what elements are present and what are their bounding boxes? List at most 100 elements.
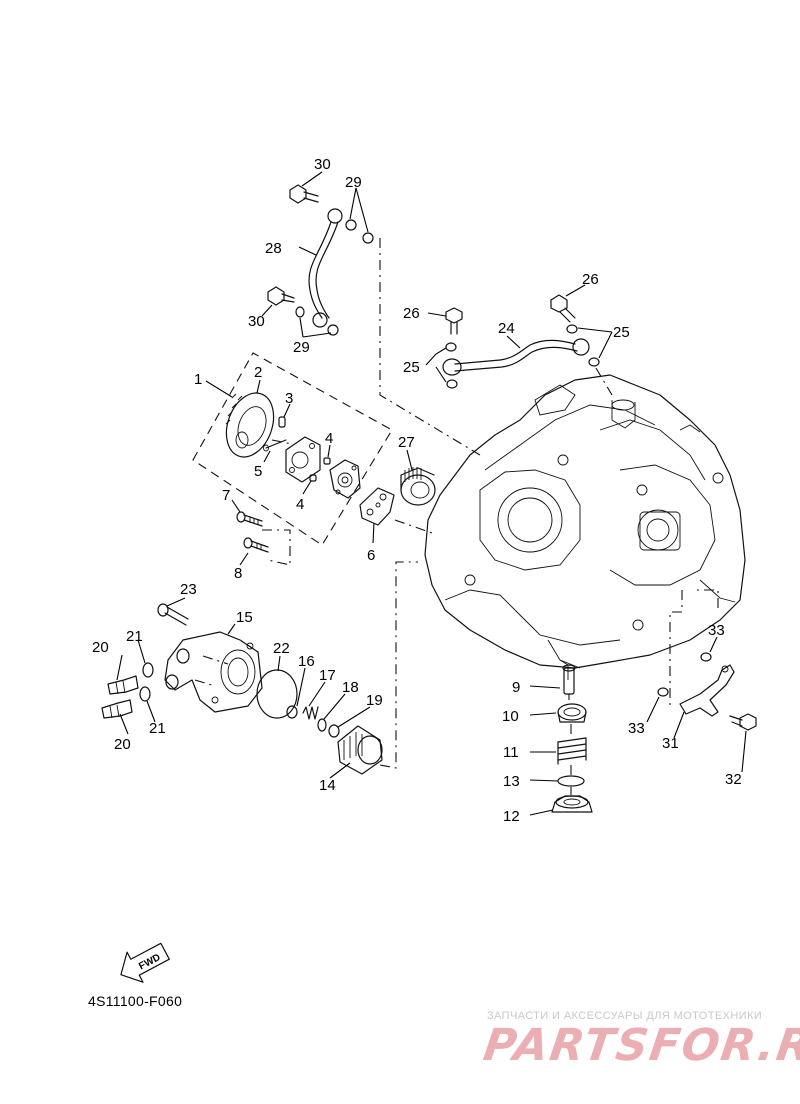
callout-12: 12 [503,808,520,825]
center-line-8 [669,590,683,705]
watermark-logo: PARTSFOR.RU [480,1020,800,1071]
washer-25-b [446,379,458,389]
o-ring-19 [328,724,340,738]
center-line-2 [595,367,613,396]
leader-lines [116,171,747,816]
oil-pump-assembly-outline [192,352,393,546]
callout-2: 2 [254,364,262,381]
oil-pump-pin [278,416,286,428]
callout-30-upper: 30 [314,156,331,173]
washer-25-a [445,342,457,352]
bracket-31 [679,664,735,717]
center-line-6 [379,561,418,769]
hose-fitting-20-lower [101,699,133,719]
union-bolt-26-left [445,307,463,335]
pump-bolt-8 [243,537,269,553]
crankcase [424,374,746,680]
callout-14: 14 [319,777,336,794]
washer-21-upper [142,662,154,678]
drawing-code: 4S11100-F060 [88,993,183,1009]
oil-delivery-pipe-28 [308,208,343,328]
callout-26-left: 26 [403,305,420,322]
o-ring-13 [557,775,585,787]
union-bolt-upper [289,184,319,204]
callout-17: 17 [319,667,336,684]
callout-29-upper: 29 [345,174,362,191]
o-ring-22 [256,669,298,719]
center-line-3 [271,439,293,445]
center-line-4 [262,529,291,566]
washer-29-b [362,232,374,244]
drain-plug-12 [551,795,593,813]
washer-25-d [588,357,600,367]
callout-21-upper: 21 [126,628,143,645]
oil-delivery-pipe-24 [442,338,590,376]
callout-13: 13 [503,773,520,790]
callout-7: 7 [222,487,230,504]
spring-11 [557,737,587,765]
watermark-tagline: ЗАПЧАСТИ И АКСЕССУАРЫ ДЛЯ МОТОТЕХНИКИ [487,1010,763,1022]
callout-20-lower: 20 [114,736,131,753]
fwd-direction-arrow: FWD [120,942,170,983]
callout-5: 5 [254,463,262,480]
callout-4-lower: 4 [296,496,304,513]
callout-28: 28 [265,240,282,257]
center-line-5 [394,519,433,534]
callout-3: 3 [285,390,293,407]
oil-pump-gasket [359,487,395,526]
spring-17 [302,706,319,720]
callout-16: 16 [298,653,315,670]
oil-filter-housing [164,631,263,713]
callout-30-lower: 30 [248,313,265,330]
washer-33-upper [700,652,712,662]
callout-27: 27 [398,434,415,451]
callout-10: 10 [502,708,519,725]
callout-20-upper: 20 [92,639,109,656]
callout-26-right: 26 [582,271,599,288]
callout-4-upper: 4 [325,430,333,447]
center-line-1 [379,238,481,456]
callout-29-lower: 29 [293,339,310,356]
callout-21-lower: 21 [149,720,166,737]
center-line-7 [568,694,572,795]
spacer-16 [286,705,298,719]
washer-29-c [295,306,305,318]
dowel-pin-lower [309,474,317,482]
center-line-9 [692,589,719,608]
dowel-pin-upper [323,457,331,465]
union-bolt-lower [267,286,295,306]
washer-29-d [327,324,339,336]
callout-23: 23 [180,581,197,598]
callout-31: 31 [662,735,679,752]
callout-9: 9 [512,679,520,696]
callout-labels: 1 2 3 4 4 5 6 7 8 9 10 11 12 13 14 15 16… [92,156,742,825]
hose-fitting-20-upper [107,675,139,695]
center-line-10 [194,655,229,687]
callout-24: 24 [498,320,515,337]
oil-pump-shaft [263,439,287,452]
bolt-32 [729,713,757,731]
callout-18: 18 [342,679,359,696]
callout-25-left: 25 [403,359,420,376]
oil-pump-cover [329,459,361,499]
washer-18 [317,718,327,732]
callout-15: 15 [236,609,253,626]
callout-25-right: 25 [613,324,630,341]
strainer-10 [557,703,587,723]
drain-bolt-9 [562,664,576,695]
callout-33-upper: 33 [708,622,725,639]
callout-19: 19 [366,692,383,709]
washer-25-c [566,324,578,334]
callout-1: 1 [194,371,202,388]
oil-pump-driven-gear [225,392,275,458]
housing-bolt-23 [157,603,189,626]
callout-33-lower: 33 [628,720,645,737]
oil-filter-element [337,725,383,775]
washer-33-lower [657,687,669,697]
callout-32: 32 [725,771,742,788]
oil-pump-housing [285,436,321,483]
callout-8: 8 [234,565,242,582]
callout-22: 22 [273,640,290,657]
callout-11: 11 [503,744,519,761]
